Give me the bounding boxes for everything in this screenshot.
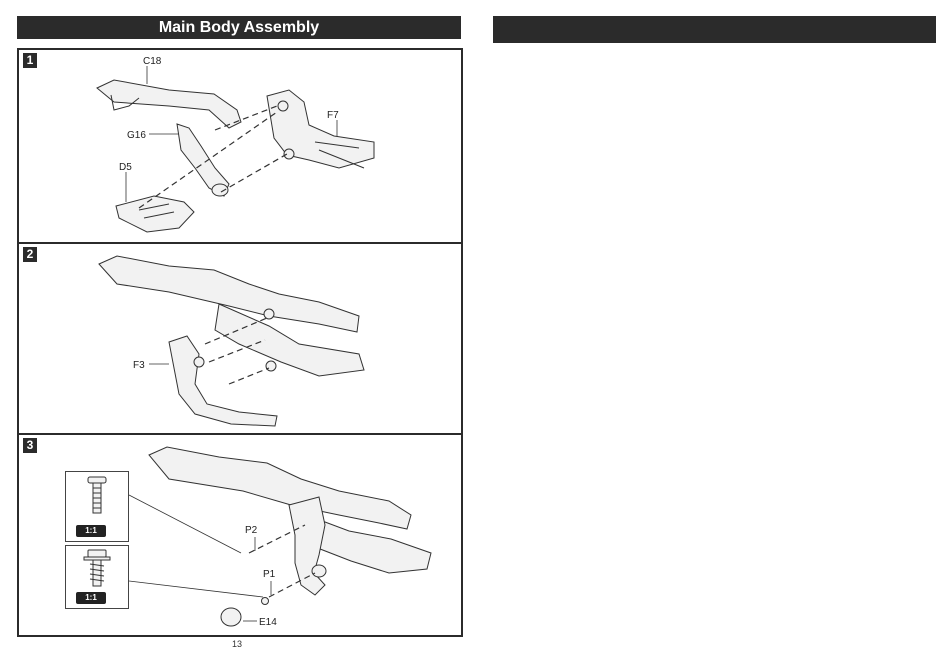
scale-tag: 1:1 bbox=[76, 525, 106, 537]
page-number: 13 bbox=[232, 639, 242, 649]
part-label-c18: C18 bbox=[143, 56, 162, 67]
part-label-p1: P1 bbox=[263, 569, 276, 580]
right-header-bar bbox=[493, 16, 936, 43]
step-2-illustration: F3 bbox=[19, 244, 461, 435]
step-3-panel: 3 P2 P1 E14 bbox=[19, 433, 461, 637]
assembly-frame: 1 bbox=[17, 48, 463, 637]
part-label-p2: P2 bbox=[245, 525, 258, 536]
page-title: Main Body Assembly bbox=[17, 16, 461, 39]
scale-box-screw-flange: 1:1 bbox=[65, 545, 129, 609]
screw-flange-icon bbox=[66, 546, 128, 592]
screw-long-icon bbox=[66, 472, 128, 524]
scale-box-screw-long: 1:1 bbox=[65, 471, 129, 542]
part-label-f7: F7 bbox=[327, 110, 339, 121]
scale-tag: 1:1 bbox=[76, 592, 106, 604]
part-label-e14: E14 bbox=[259, 617, 277, 628]
step-1-panel: 1 bbox=[19, 50, 461, 242]
part-label-d5: D5 bbox=[119, 162, 132, 173]
step-2-panel: 2 F3 bbox=[19, 242, 461, 435]
step-1-illustration: C18 G16 D5 F7 bbox=[19, 50, 461, 242]
part-label-f3: F3 bbox=[133, 360, 145, 371]
part-label-g16: G16 bbox=[127, 130, 146, 141]
